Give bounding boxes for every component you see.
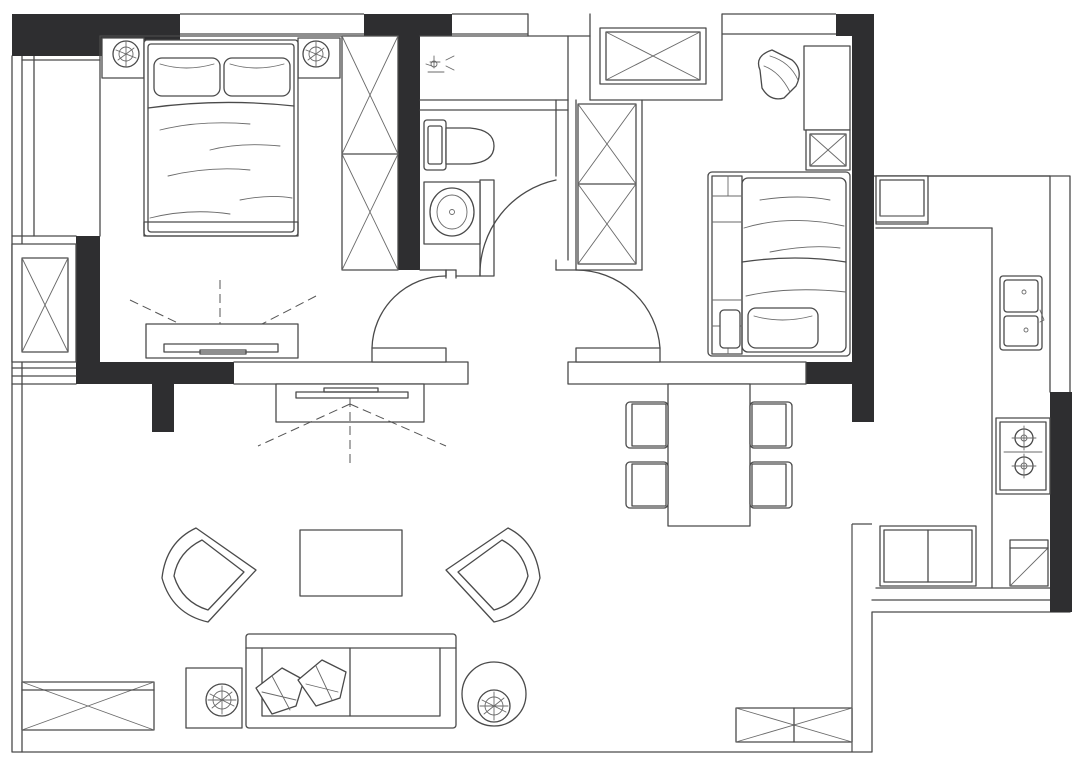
desk-chair-icon bbox=[757, 49, 800, 100]
dining-area bbox=[625, 383, 793, 527]
entry-marks bbox=[11, 269, 481, 377]
walls bbox=[12, 14, 1072, 612]
living-room bbox=[161, 383, 541, 729]
sofa bbox=[245, 633, 457, 729]
bathroom bbox=[423, 55, 495, 245]
hall-wardrobe bbox=[577, 27, 707, 265]
window-boxes bbox=[11, 243, 853, 743]
kitchen bbox=[875, 175, 1051, 587]
armchair-left bbox=[161, 527, 257, 623]
armchair-right bbox=[445, 527, 541, 623]
second-bedroom bbox=[707, 45, 851, 357]
master-bedroom bbox=[101, 35, 399, 359]
